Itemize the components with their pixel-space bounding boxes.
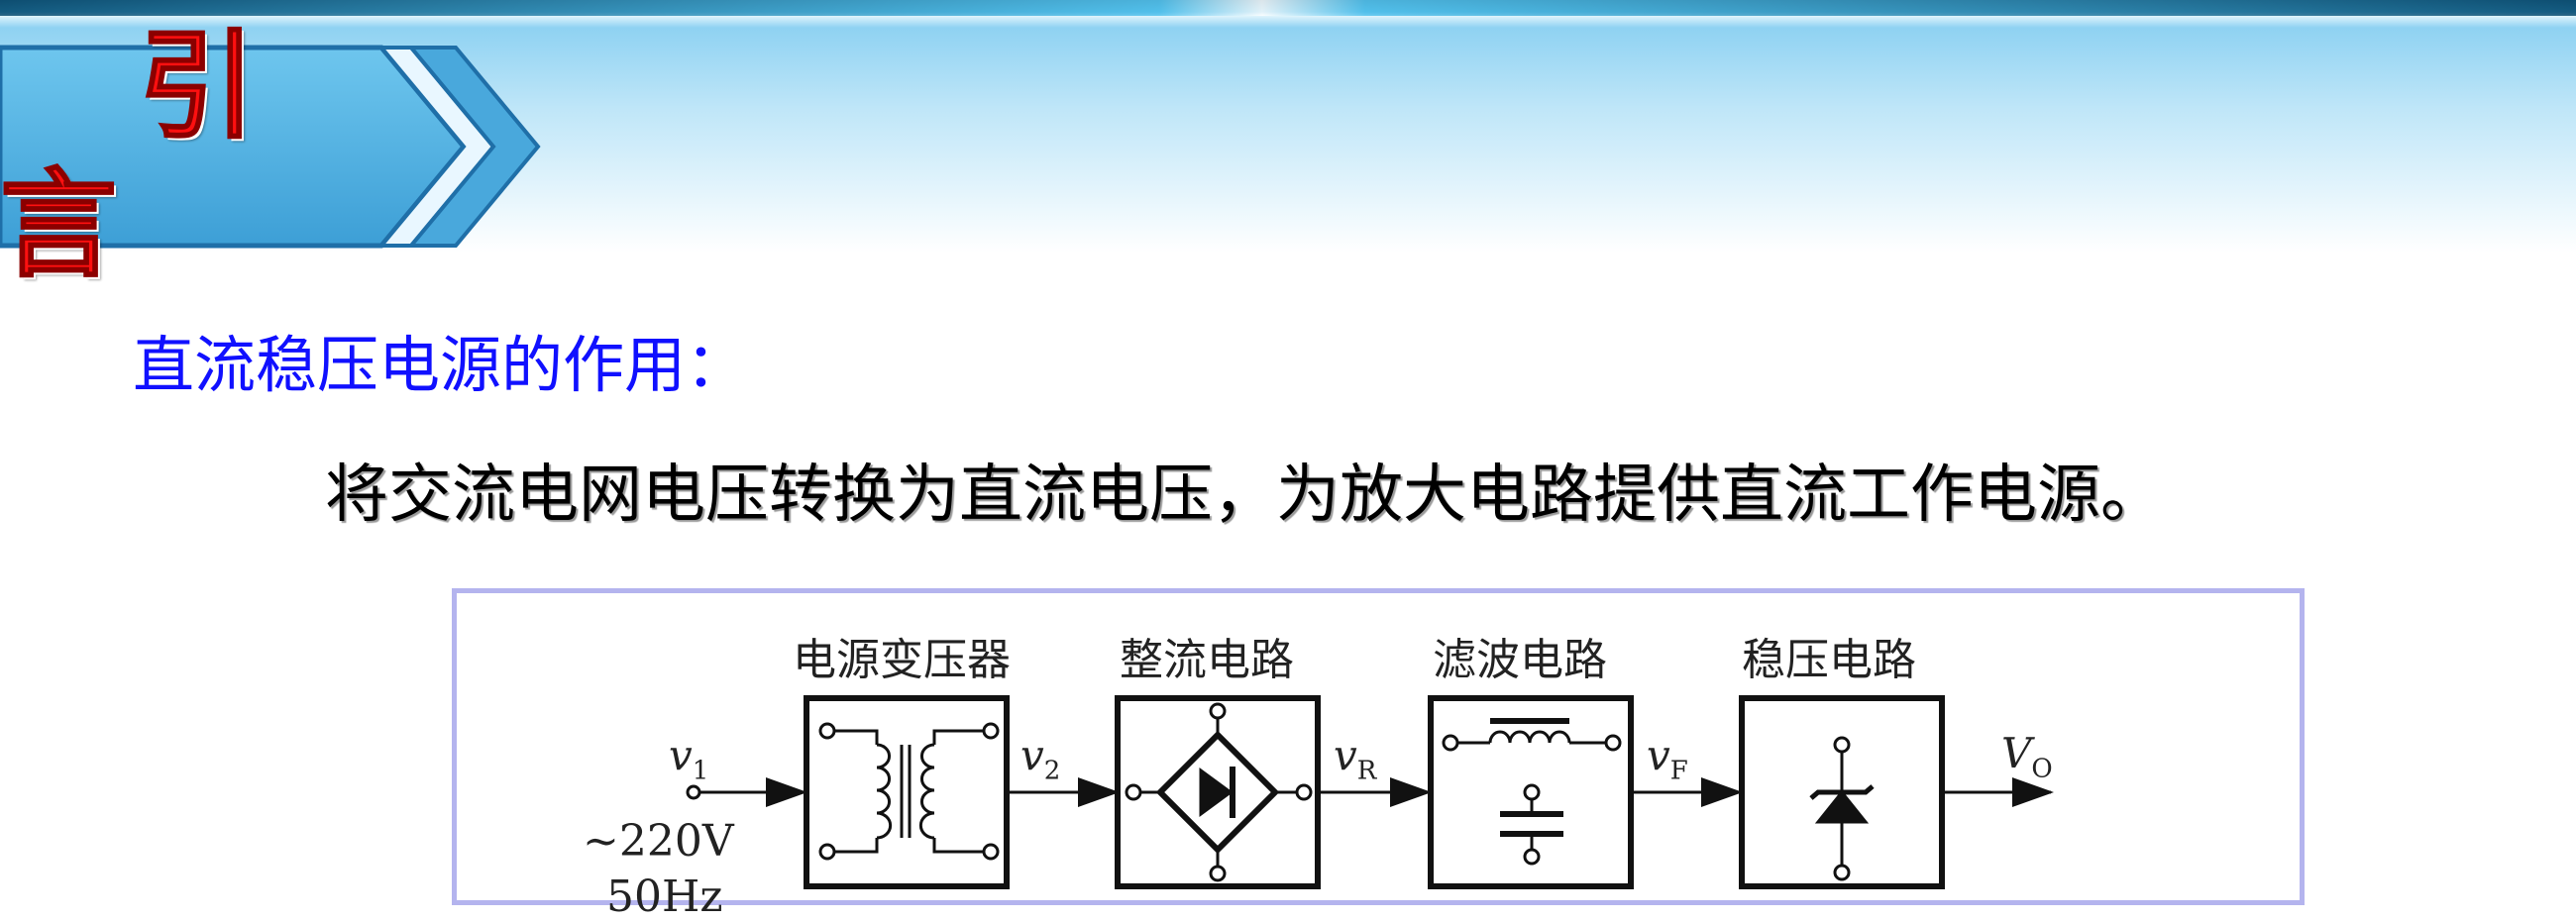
description-sentence: 将交流电网电压转换为直流电压，为放大电路提供直流工作电源。 [325,459,2164,532]
regulator-label: 稳压电路 [1742,635,1916,685]
title-char-2: 言 [0,156,118,293]
signal-v2: v2 [1020,731,1061,786]
transformer-label: 电源变压器 [793,635,1011,685]
power-supply-block-diagram [686,695,2054,889]
block-diagram-frame [452,588,2305,905]
input-frequency-label: 50Hz [606,871,723,922]
rectifier-bridge-icon [1125,702,1313,882]
transformer-icon [818,722,1000,861]
filter-lc-icon [1442,718,1622,866]
header-top-line [0,0,2576,16]
signal-vF: vF [1647,731,1688,786]
signal-v1: v1 [669,731,709,786]
signal-vR: vR [1334,731,1377,786]
title-char-1: 引 [138,18,257,154]
rectifier-label: 整流电路 [1120,635,1294,685]
signal-VO: VO [2001,729,2053,784]
input-voltage-label: ~220V [583,816,734,867]
section-heading: 直流稳压电源的作用： [133,329,748,401]
filter-label: 滤波电路 [1433,635,1607,685]
chevron-arrow-icon [0,45,541,249]
zener-diode-icon [1809,736,1875,881]
